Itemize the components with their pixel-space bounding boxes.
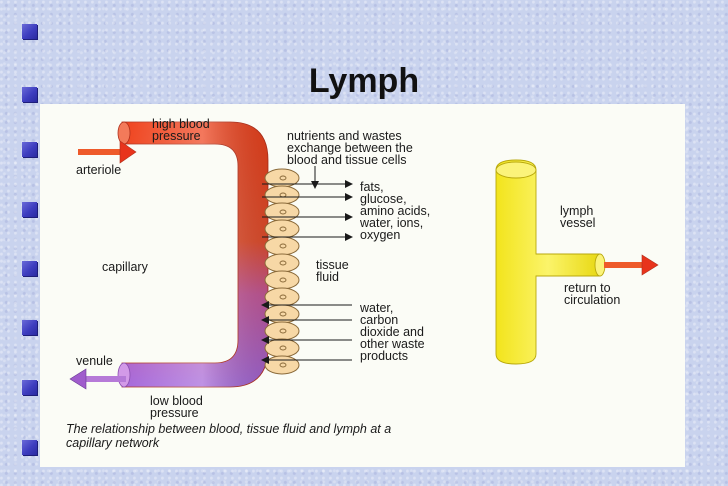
tissue-cell: [264, 219, 300, 239]
label-line: fluid: [316, 270, 339, 284]
tissue-cell: [264, 236, 300, 256]
capillary-diagram: [69, 121, 659, 390]
bullet-icon: [22, 87, 37, 102]
diagram-caption: The relationship between blood, tissue f…: [66, 422, 666, 450]
label-line: circulation: [564, 293, 621, 307]
venule-arrow-head: [69, 368, 87, 390]
label-line: return to: [564, 281, 611, 295]
tissue-cell: [264, 355, 300, 375]
low-blood-pressure-label: low blood pressure: [150, 394, 203, 420]
lymph-vessel-label: lymph vessel: [560, 204, 596, 230]
tissue-cell: [264, 287, 300, 307]
return-to-circulation-label: return to circulation: [564, 281, 621, 307]
arteriole-arrow-head: [119, 140, 137, 164]
bullet-icon: [22, 261, 37, 276]
return-arrow-head: [641, 254, 659, 276]
bullet-icon: [22, 380, 37, 395]
exchange-label: nutrients and wastes exchange between th…: [287, 129, 413, 167]
label-line: oxygen: [360, 228, 401, 242]
diagram-panel: high blood pressure arteriole capillary …: [40, 104, 685, 467]
bullet-icon: [22, 24, 37, 39]
label-line: carbon: [360, 313, 399, 327]
bullet-icon: [22, 320, 37, 335]
return-arrow-shaft: [604, 262, 644, 268]
venule-arrow-shaft: [84, 376, 126, 382]
label-line: fats,: [360, 180, 384, 194]
tissue-cell: [264, 185, 300, 205]
label-line: products: [360, 349, 408, 363]
label-line: low blood: [150, 394, 203, 408]
incoming-arrows: [261, 301, 352, 364]
caption-line: The relationship between blood, tissue f…: [66, 422, 392, 436]
label-line: high blood: [152, 117, 210, 131]
label-line: pressure: [150, 406, 199, 420]
venule-opening: [117, 362, 131, 388]
tissue-cells: [264, 168, 300, 375]
label-line: tissue: [316, 258, 349, 272]
venule-label: venule: [76, 354, 113, 368]
label-line: nutrients and wastes: [287, 129, 402, 143]
label-line: glucose,: [360, 192, 407, 206]
tissue-fluid-label: tissue fluid: [316, 258, 349, 284]
label-line: blood and tissue cells: [287, 153, 407, 167]
arteriole-label: arteriole: [76, 163, 122, 177]
high-blood-pressure-label: high blood pressure: [152, 117, 210, 143]
slide-title: Lymph: [308, 62, 420, 100]
outgoing-substances-label: fats, glucose, amino acids, water, ions,…: [360, 180, 431, 242]
incoming-substances-label: water, carbon dioxide and other waste pr…: [360, 301, 425, 363]
caption-line: capillary network: [66, 436, 160, 450]
lymph-vessel: [495, 159, 601, 365]
tissue-cell: [264, 338, 300, 358]
bullet-icon: [22, 142, 37, 157]
tissue-cell: [264, 321, 300, 341]
label-line: dioxide and: [360, 325, 424, 339]
label-line: pressure: [152, 129, 201, 143]
label-line: lymph: [560, 204, 594, 218]
label-line: water,: [360, 301, 394, 315]
tissue-cell: [264, 202, 300, 222]
outgoing-arrows: [262, 180, 353, 241]
label-line: amino acids,: [360, 204, 431, 218]
capillary-label: capillary: [102, 260, 148, 274]
arteriole-arrow-shaft: [78, 149, 122, 155]
bullet-icon: [22, 440, 37, 455]
label-line: exchange between the: [287, 141, 413, 155]
tissue-cell: [264, 270, 300, 290]
label-line: vessel: [560, 216, 596, 230]
bullet-icon: [22, 202, 37, 217]
label-line: water, ions,: [360, 216, 424, 230]
lymph-vessel-outlet: [594, 253, 606, 277]
lymph-vessel-top: [495, 161, 537, 179]
tissue-cell: [264, 253, 300, 273]
label-line: other waste: [360, 337, 425, 351]
